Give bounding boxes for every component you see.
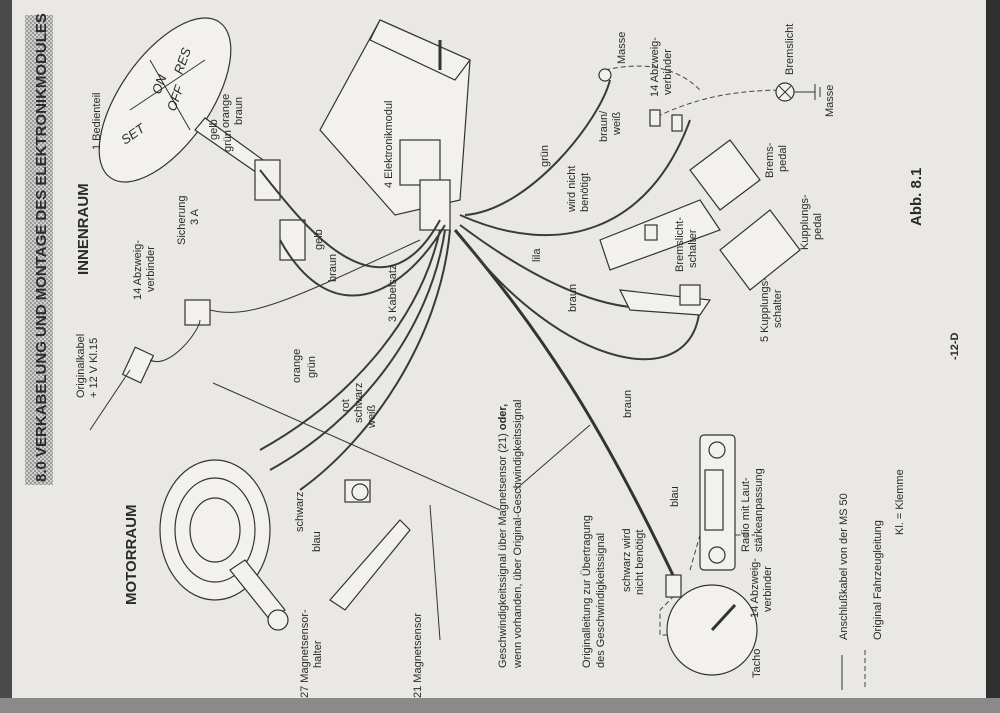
radio (699, 434, 736, 571)
fuse-holder (184, 299, 211, 326)
section-motorraum: MOTORRAUM (123, 504, 140, 605)
label-blau-1: blau (311, 531, 323, 552)
label-bremslichtschalter-2: schalter (687, 229, 699, 268)
control-unit-bedienteil: ON OFF RES SET (98, 17, 271, 183)
label-braun-2: braun (327, 254, 339, 282)
label-schwarz-2: schwarz (294, 492, 306, 532)
title-banner (25, 15, 53, 485)
label-gruen-1: grün (222, 130, 234, 152)
legend-solid-text: Anschlußkabel von der MS 50 (838, 493, 850, 640)
scan-edge-left (0, 0, 12, 713)
electronic-module (319, 19, 471, 231)
label-geschwindigkeitssignal: Geschwindigkeitssignal über Magnetsensor… (497, 404, 509, 668)
label-abzweig-c: 14 Abzweig- (649, 37, 661, 97)
branch-connector-b (665, 574, 682, 598)
label-abzweig-c-2: verbinder (662, 49, 674, 95)
on-button-label: ON (149, 72, 170, 96)
label-kupplungspedal: Kupplungs- (799, 194, 811, 250)
branch-connector-a (121, 346, 155, 384)
label-wird-nicht: wird nicht (566, 166, 578, 213)
label-abzweig-b: 14 Abzweig- (749, 558, 761, 618)
labels: 1 Bedienteil Originalkabel + 12 V Kl.15 … (75, 24, 836, 698)
label-braun-weiss: braun/ (598, 110, 610, 142)
label-bremslicht: Bremslicht (784, 24, 796, 75)
legend-dashed-text: Original Fahrzeugleitung (872, 520, 884, 640)
label-magnetsensorhalter: 27 Magnetsensor- (299, 609, 311, 698)
label-weiss: weiß (366, 404, 378, 429)
legend-abbreviation: Kl. = Klemme (894, 469, 906, 535)
label-kupplungsschalter-2: schalter (772, 289, 784, 328)
label-magnetsensor: 21 Magnetsensor (412, 613, 424, 698)
label-masse-2: Masse (824, 85, 836, 117)
label-schwarz-wird-2: nicht benötigt (634, 530, 646, 595)
label-sicherung: Sicherung (176, 195, 188, 245)
label-geschwindigkeitssignal-2: wenn vorhanden, über Original-Geschwindi… (512, 400, 524, 669)
scan-edge-right (986, 0, 1000, 713)
label-elektronikmodul: 4 Elektronikmodul (383, 101, 395, 188)
label-originalkabel: Originalkabel (75, 334, 87, 398)
label-masse-1: Masse (616, 32, 628, 64)
pedal-assembly (598, 68, 821, 316)
label-sicherung-2: 3 A (189, 208, 201, 225)
label-braun-3: braun (567, 284, 579, 312)
section-innenraum: INNENRAUM (75, 183, 92, 275)
label-radio-2: stärkeanpassung (753, 468, 765, 552)
label-bremslichtschalter: Bremslicht- (674, 217, 686, 272)
wires (89, 65, 791, 641)
page-title: 8.0 VERKABELUNG UND MONTAGE DES ELEKTRON… (33, 13, 50, 482)
label-gelb-2: gelb (313, 229, 325, 250)
label-bremspedal-2: pedal (777, 145, 789, 172)
label-tacho: Tacho (751, 649, 763, 678)
label-braun-1: braun (233, 97, 245, 125)
label-abzweig-b-2: verbinder (762, 566, 774, 612)
label-rot: rot (340, 399, 352, 412)
label-kupplungspedal-2: pedal (812, 213, 824, 240)
label-schwarz-1: schwarz (353, 383, 365, 423)
label-bremspedal: Brems- (764, 142, 776, 178)
label-kupplungsschalter: 5 Kupplungs- (759, 277, 771, 342)
label-originalkabel-2: + 12 V Kl.15 (88, 338, 100, 398)
label-wird-nicht-2: benötigt (579, 173, 591, 212)
label-orange-2: orange (291, 349, 303, 383)
label-gruen-2: grün (306, 356, 318, 378)
actuator-motor (159, 459, 289, 631)
label-magnetsensorhalter-2: halter (312, 640, 324, 668)
connector-gelb-braun (279, 219, 306, 261)
label-schwarz-wird: schwarz wird (621, 528, 633, 592)
label-gruen-3: grün (539, 145, 551, 167)
scan-edge-bottom (0, 698, 1000, 713)
label-braun-weiss-2: weiß (611, 111, 623, 136)
label-orange-1: orange (220, 94, 232, 128)
magnet-sensor-holder (329, 479, 411, 611)
label-gelb-1: gelb (208, 119, 220, 140)
label-originalleitung: Originalleitung zur Übertragung (581, 515, 593, 668)
label-lila: lila (531, 248, 543, 262)
label-abzweig-a: 14 Abzweig- (132, 240, 144, 300)
label-blau-2: blau (669, 486, 681, 507)
page-number: -12-D (949, 332, 961, 360)
figure-label: Abb. 8.1 (908, 168, 925, 226)
label-abzweig-a-2: verbinder (145, 246, 157, 292)
label-bedienteil: 1 Bedienteil (91, 93, 103, 151)
label-originalleitung-2: des Geschwindigkeitssignal (595, 533, 607, 668)
label-braun-4: braun (622, 390, 634, 418)
tachometer (666, 584, 758, 676)
label-kabelsatz: 3 Kabelsatz (387, 265, 399, 322)
label-radio: Radio mit Laut- (740, 477, 752, 552)
